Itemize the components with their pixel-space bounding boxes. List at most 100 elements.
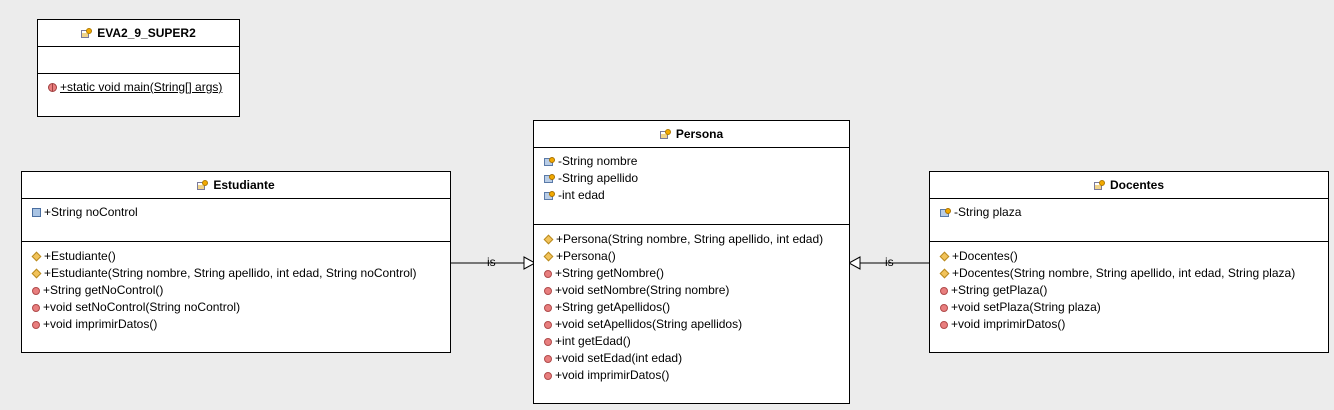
public-method-icon (32, 303, 40, 312)
method-row[interactable]: +static void main(String[] args) (48, 79, 239, 96)
attribute-text: -String nombre (558, 154, 638, 168)
method-row[interactable]: +void setNoControl(String noControl) (32, 299, 450, 316)
public-method-icon (544, 320, 552, 329)
public-method-icon (544, 371, 552, 380)
method-row[interactable]: +int getEdad() (544, 333, 849, 350)
attributes-section: -String nombre -String apellido -int eda… (534, 148, 849, 225)
public-method-icon (940, 303, 948, 312)
attribute-row[interactable]: -int edad (544, 187, 849, 204)
method-row[interactable]: +void imprimirDatos() (544, 367, 849, 384)
public-method-icon (940, 320, 948, 329)
private-attribute-icon (544, 156, 555, 167)
private-attribute-icon (940, 207, 951, 218)
attribute-text: -String plaza (954, 205, 1022, 219)
methods-section: +static void main(String[] args) (38, 74, 239, 96)
constructor-icon (31, 251, 42, 262)
attribute-text: +String noControl (44, 205, 138, 219)
public-attribute-icon (32, 208, 41, 217)
class-estudiante[interactable]: Estudiante +String noControl +Estudiante… (21, 171, 451, 353)
public-method-icon (32, 320, 40, 329)
public-method-icon (544, 354, 552, 363)
method-signature: +Persona() (556, 249, 616, 263)
attribute-row[interactable]: -String nombre (544, 153, 849, 170)
attribute-row[interactable]: +String noControl (32, 204, 450, 221)
constructor-icon (939, 251, 950, 262)
method-row[interactable]: +String getApellidos() (544, 299, 849, 316)
methods-section: +Docentes() +Docentes(String nombre, Str… (930, 242, 1328, 333)
method-row[interactable]: +String getNoControl() (32, 282, 450, 299)
class-name: Estudiante (213, 178, 275, 192)
class-icon (1093, 179, 1106, 191)
public-method-icon (940, 286, 948, 295)
method-signature: +static void main(String[] args) (60, 80, 223, 94)
attribute-row[interactable]: -String plaza (940, 204, 1328, 221)
method-signature: +String getNombre() (555, 266, 665, 280)
method-signature: +void setNombre(String nombre) (555, 283, 730, 297)
method-row[interactable]: +void imprimirDatos() (32, 316, 450, 333)
constructor-icon (939, 268, 950, 279)
method-signature: +String getApellidos() (555, 300, 671, 314)
method-signature: +void setPlaza(String plaza) (951, 300, 1101, 314)
docentes-persona-label: is (885, 255, 894, 269)
method-signature: +void setNoControl(String noControl) (43, 300, 241, 314)
method-signature: +void setApellidos(String apellidos) (555, 317, 743, 331)
attributes-section: -String plaza (930, 199, 1328, 242)
method-signature: +String getPlaza() (951, 283, 1048, 297)
class-header: Estudiante (22, 172, 450, 199)
method-row[interactable]: +void setApellidos(String apellidos) (544, 316, 849, 333)
estudiante-persona-arrowhead (523, 256, 537, 270)
class-header: Docentes (930, 172, 1328, 199)
method-signature: +void setEdad(int edad) (555, 351, 683, 365)
method-row[interactable]: +void setEdad(int edad) (544, 350, 849, 367)
method-signature: +void imprimirDatos() (951, 317, 1066, 331)
class-header: Persona (534, 121, 849, 148)
attributes-section: +String noControl (22, 199, 450, 242)
public-method-icon (544, 337, 552, 346)
class-icon (197, 179, 209, 191)
attribute-row[interactable]: -String apellido (544, 170, 849, 187)
method-signature: +String getNoControl() (43, 283, 164, 297)
method-row[interactable]: +Estudiante(String nombre, String apelli… (31, 265, 450, 282)
method-signature: +void imprimirDatos() (555, 368, 670, 382)
class-persona[interactable]: Persona -String nombre -String apellido … (533, 120, 850, 404)
method-signature: +Docentes(String nombre, String apellido… (952, 266, 1296, 280)
constructor-icon (543, 251, 554, 262)
constructor-icon (543, 234, 554, 245)
class-name: EVA2_9_SUPER2 (97, 26, 196, 40)
method-row[interactable]: +Persona() (543, 248, 849, 265)
attribute-text: -String apellido (558, 171, 639, 185)
public-method-icon (32, 286, 40, 295)
method-row[interactable]: +void setNombre(String nombre) (544, 282, 849, 299)
method-signature: +Estudiante(String nombre, String apelli… (44, 266, 417, 280)
docentes-persona-arrowhead (847, 256, 861, 270)
method-row[interactable]: +Estudiante() (31, 248, 450, 265)
private-attribute-icon (544, 190, 555, 201)
method-row[interactable]: +void imprimirDatos() (940, 316, 1328, 333)
method-row[interactable]: +String getPlaza() (940, 282, 1328, 299)
public-method-icon (544, 269, 552, 278)
public-method-icon (544, 303, 552, 312)
method-row[interactable]: +Docentes(String nombre, String apellido… (939, 265, 1328, 282)
class-icon (81, 27, 93, 39)
public-method-icon (544, 286, 552, 295)
method-row[interactable]: +Persona(String nombre, String apellido,… (543, 231, 849, 248)
method-signature: +void imprimirDatos() (43, 317, 158, 331)
method-row[interactable]: +Docentes() (939, 248, 1328, 265)
method-signature: +Estudiante() (44, 249, 116, 263)
private-attribute-icon (544, 173, 555, 184)
method-row[interactable]: +void setPlaza(String plaza) (940, 299, 1328, 316)
methods-section: +Persona(String nombre, String apellido,… (534, 225, 849, 384)
method-signature: +Docentes() (952, 249, 1018, 263)
method-signature: +int getEdad() (555, 334, 631, 348)
class-name: Docentes (1109, 178, 1165, 192)
method-row[interactable]: +String getNombre() (544, 265, 849, 282)
class-docentes[interactable]: Docentes -String plaza +Docentes() +Doce… (929, 171, 1329, 353)
method-signature: +Persona(String nombre, String apellido,… (556, 232, 824, 246)
class-icon (659, 128, 672, 140)
static-method-icon (48, 83, 57, 92)
estudiante-persona-label: is (487, 255, 496, 269)
attribute-text: -int edad (558, 188, 605, 202)
class-eva2-9-super2[interactable]: EVA2_9_SUPER2 +static void main(String[]… (37, 19, 240, 117)
methods-section: +Estudiante() +Estudiante(String nombre,… (22, 242, 450, 333)
